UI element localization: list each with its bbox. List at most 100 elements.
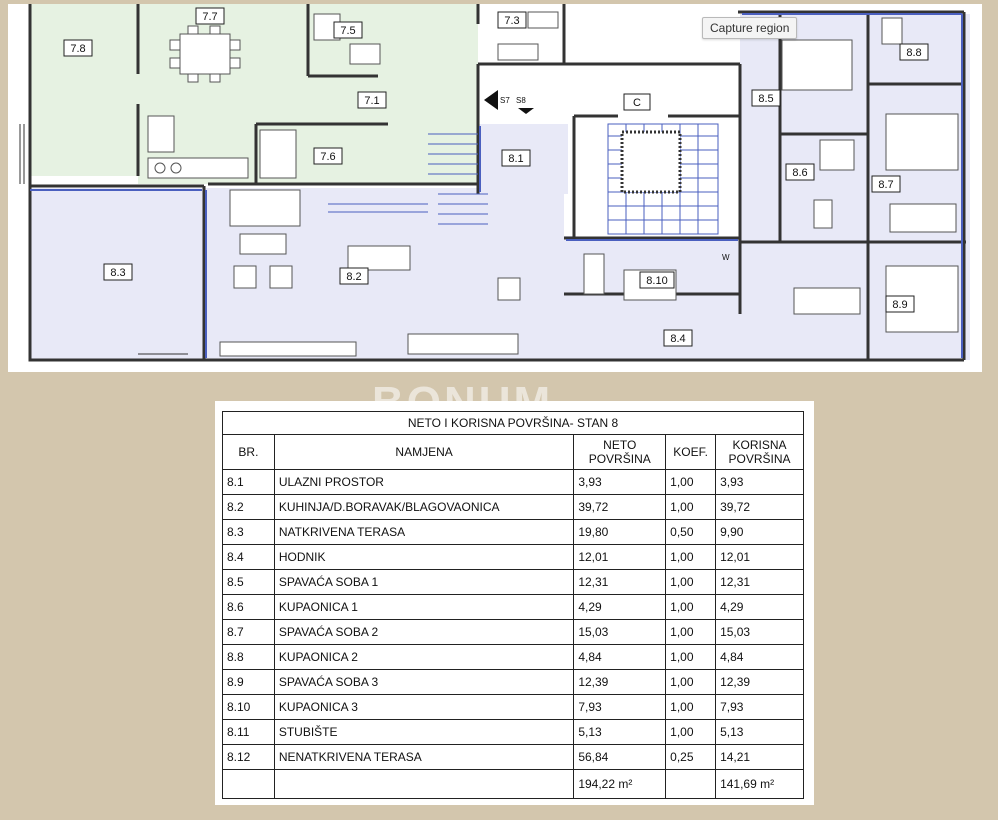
cell-korisna: 4,84 [715,644,804,670]
header-br: BR. [222,434,275,470]
room-label-8-2: 8.2 [346,271,361,283]
railing [19,124,188,355]
cell-neto: 5,13 [573,719,667,745]
cell-neto: 4,84 [573,644,667,670]
table-row: 8.10 KUPAONICA 3 7,93 1,00 7,93 [222,694,804,720]
cell-koef: 1,00 [665,669,717,695]
table-row: 8.9 SPAVAĆA SOBA 3 12,39 1,00 12,39 [222,669,804,695]
room-label-7-5: 7.5 [340,25,355,37]
cell-korisna: 9,90 [715,519,804,545]
table-title-row: NETO I KORISNA POVRŠINA- STAN 8 [222,411,804,435]
cell-koef: 1,00 [665,644,717,670]
table-row: 8.12 NENATKRIVENA TERASA 56,84 0,25 14,2… [222,744,804,770]
table-title: NETO I KORISNA POVRŠINA- STAN 8 [222,411,804,435]
cell-korisna: 39,72 [715,494,804,520]
cell-br: 8.12 [222,744,275,770]
floor-plan-drawing: 7.8 7.7 7.5 7.3 7.1 7.6 8.1 C 8.5 8.8 8.… [19,4,970,362]
cell-br: 8.8 [222,644,275,670]
total-koef [665,769,717,799]
washer-mark: W [722,253,730,262]
table-row: 8.8 KUPAONICA 2 4,84 1,00 4,84 [222,644,804,670]
capture-region-badge[interactable]: Capture region [702,17,798,39]
room-label-8-1: 8.1 [508,153,523,165]
table-row: 8.5 SPAVAĆA SOBA 1 12,31 1,00 12,31 [222,569,804,595]
room-labels: 7.8 7.7 7.5 7.3 7.1 7.6 8.1 C 8.5 8.8 8.… [63,7,929,347]
section-mark-s7: S7 [500,96,510,105]
cell-koef: 1,00 [665,469,717,495]
cell-neto: 3,93 [573,469,667,495]
total-br [222,769,275,799]
cell-korisna: 4,29 [715,594,804,620]
cell-korisna: 5,13 [715,719,804,745]
cell-namjena: ULAZNI PROSTOR [273,469,575,495]
cell-neto: 12,31 [573,569,667,595]
cell-namjena: SPAVAĆA SOBA 1 [273,569,575,595]
cell-korisna: 15,03 [715,619,804,645]
total-korisna: 141,69 m² [715,769,804,799]
room-label-7-3: 7.3 [504,15,519,27]
header-koef: KOEF. [665,434,717,470]
cell-br: 8.3 [222,519,275,545]
cell-koef: 1,00 [665,719,717,745]
room-label-8-10: 8.10 [646,275,667,287]
cell-neto: 12,39 [573,669,667,695]
cell-koef: 1,00 [665,569,717,595]
cell-korisna: 12,31 [715,569,804,595]
room-label-8-6: 8.6 [792,167,807,179]
cell-br: 8.10 [222,694,275,720]
table-row: 8.3 NATKRIVENA TERASA 19,80 0,50 9,90 [222,519,804,545]
cell-namjena: NATKRIVENA TERASA [273,519,575,545]
room-label-8-9: 8.9 [892,299,907,311]
unit7-zone-left [30,4,138,176]
cell-korisna: 14,21 [715,744,804,770]
cell-namjena: KUPAONICA 1 [273,594,575,620]
cell-neto: 19,80 [573,519,667,545]
room-label-7-8: 7.8 [70,43,85,55]
header-korisna-line2: POVRŠINA [728,452,791,466]
cell-korisna: 7,93 [715,694,804,720]
total-namjena [273,769,575,799]
room-label-8-7: 8.7 [878,179,893,191]
cell-korisna: 3,93 [715,469,804,495]
cell-br: 8.9 [222,669,275,695]
table-row: 8.1 ULAZNI PROSTOR 3,93 1,00 3,93 [222,469,804,495]
table-row: 8.6 KUPAONICA 1 4,29 1,00 4,29 [222,594,804,620]
cell-koef: 1,00 [665,544,717,570]
area-table: NETO I KORISNA POVRŠINA- STAN 8 BR. NAMJ… [222,411,804,799]
cell-neto: 4,29 [573,594,667,620]
cell-koef: 1,00 [665,594,717,620]
cell-koef: 1,00 [665,619,717,645]
cell-namjena: SPAVAĆA SOBA 3 [273,669,575,695]
cell-br: 8.5 [222,569,275,595]
cell-koef: 1,00 [665,494,717,520]
cell-br: 8.6 [222,594,275,620]
cell-namjena: NENATKRIVENA TERASA [273,744,575,770]
section-mark-s8: S8 [516,96,526,105]
table-row: 8.11 STUBIŠTE 5,13 1,00 5,13 [222,719,804,745]
table-total-row: 194,22 m² 141,69 m² [222,769,804,799]
cell-namjena: STUBIŠTE [273,719,575,745]
room-label-8-5: 8.5 [758,93,773,105]
room-label-8-4: 8.4 [670,333,685,345]
header-korisna-line1: KORISNA [732,438,787,452]
cell-koef: 1,00 [665,694,717,720]
cell-br: 8.11 [222,719,275,745]
furniture [147,11,959,357]
cell-namjena: SPAVAĆA SOBA 2 [273,619,575,645]
table-row: 8.4 HODNIK 12,01 1,00 12,01 [222,544,804,570]
table-row: 8.2 KUHINJA/D.BORAVAK/BLAGOVAONICA 39,72… [222,494,804,520]
table-row: 8.7 SPAVAĆA SOBA 2 15,03 1,00 15,03 [222,619,804,645]
cell-namjena: HODNIK [273,544,575,570]
floor-plan: 7.8 7.7 7.5 7.3 7.1 7.6 8.1 C 8.5 8.8 8.… [8,4,982,372]
unit8-walls [30,13,963,358]
room-label-8-3: 8.3 [110,267,125,279]
total-neto: 194,22 m² [573,769,667,799]
cell-neto: 39,72 [573,494,667,520]
walls [28,4,966,362]
cell-neto: 15,03 [573,619,667,645]
room-label-7-6: 7.6 [320,151,335,163]
cell-br: 8.4 [222,544,275,570]
